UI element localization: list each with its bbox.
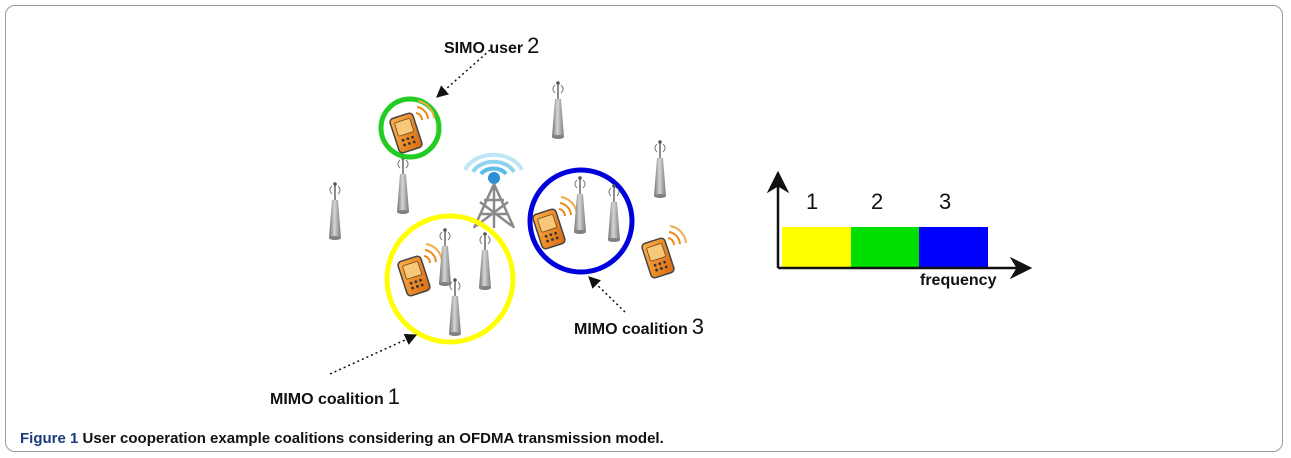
simo-user-text: SIMO user bbox=[444, 40, 524, 57]
figure-frame bbox=[5, 5, 1283, 452]
mimo-coalition-3-text: MIMO coalition bbox=[574, 321, 688, 338]
mimo-coalition-3-number: 3 bbox=[691, 314, 705, 339]
caption-text: User cooperation example coalitions cons… bbox=[82, 430, 664, 447]
antenna-terminal-icon bbox=[478, 231, 492, 291]
pointer-arrow-coalition-3 bbox=[588, 276, 626, 313]
pointer-arrow-coalition-1 bbox=[329, 333, 418, 375]
antenna-terminal-icon bbox=[653, 139, 667, 199]
band-2-bar bbox=[851, 227, 919, 268]
band-label-2: 2 bbox=[871, 189, 884, 214]
spectrum-bands bbox=[782, 227, 988, 268]
mobile-phone-icon bbox=[388, 100, 435, 155]
antenna-terminal-icon bbox=[396, 155, 410, 215]
band-1-bar bbox=[782, 227, 851, 268]
band-label-1: 1 bbox=[806, 189, 819, 214]
coalition-1-circle bbox=[384, 213, 516, 345]
antenna-terminal-icon bbox=[607, 183, 621, 243]
antenna-terminal-icon bbox=[328, 181, 342, 241]
antenna-terminal-icon bbox=[551, 80, 565, 140]
simo-user-2-group bbox=[378, 96, 442, 160]
coalition-3-circle bbox=[527, 167, 635, 275]
mimo-coalition-1-text: MIMO coalition bbox=[270, 391, 384, 408]
frequency-axis-label: frequency bbox=[920, 272, 997, 289]
mimo-coalition-3-group bbox=[527, 167, 635, 275]
simo-user-circle bbox=[378, 96, 442, 160]
mobile-phone-icon bbox=[531, 196, 578, 251]
base-station-tower-icon bbox=[463, 152, 524, 229]
band-3-bar bbox=[919, 227, 988, 268]
mobile-phone-icon bbox=[640, 225, 687, 280]
figure-caption: Figure 1 User cooperation example coalit… bbox=[20, 430, 664, 447]
antenna-terminal-icon bbox=[448, 277, 462, 337]
simo-user-number: 2 bbox=[527, 33, 540, 58]
mimo-coalition-1-number: 1 bbox=[387, 384, 401, 409]
band-label-3: 3 bbox=[939, 189, 952, 214]
pointer-arrow-simo bbox=[436, 49, 491, 98]
caption-figure-number: Figure 1 bbox=[20, 430, 79, 447]
antenna-terminal-icon bbox=[573, 175, 587, 235]
mimo-coalition-1-group bbox=[384, 213, 516, 345]
mobile-phone-icon bbox=[396, 243, 443, 298]
